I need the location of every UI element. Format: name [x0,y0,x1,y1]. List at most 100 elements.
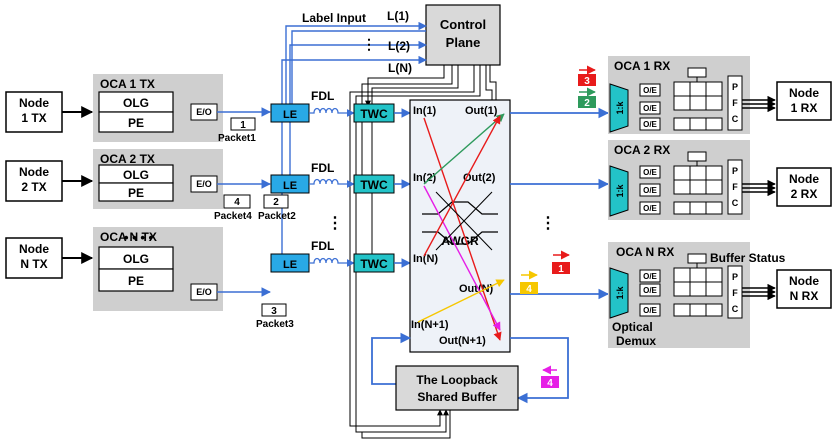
svg-text:In(1): In(1) [413,105,437,117]
badge-2-green: 2 [578,87,596,109]
packet-3-label: Packet3 [256,319,294,330]
fdl-coils [309,107,355,267]
eo-label: E/O [196,107,212,117]
control-plane-label-1: Control [440,17,486,32]
svg-text:Out(1): Out(1) [465,105,498,117]
svg-text:O/E: O/E [643,104,657,113]
svg-text:In(N): In(N) [413,253,438,265]
tx-to-le-lines [217,107,271,297]
svg-text:4: 4 [526,284,532,295]
svg-text:2: 2 [273,197,279,208]
svg-text:TWC: TWC [360,178,388,192]
svg-text:TWC: TWC [360,257,388,271]
badge-3-red: 3 [578,65,596,87]
svg-text:1:k: 1:k [615,101,625,115]
tx-dots: • • • • [124,230,153,245]
badge-4-yellow: 4 [520,270,538,295]
packet-4: 4 Packet4 [214,194,252,222]
packet-2: 2 Packet2 [258,194,296,222]
svg-text:FDL: FDL [311,89,334,103]
svg-text:1: 1 [240,120,246,131]
optical-demux-label-2: Demux [616,334,656,348]
oca-rx-n-title: OCA N RX [616,245,674,259]
oca-rx-1: OCA 1 RX 1:k O/E O/E O/E P F C [608,56,750,134]
svg-text:O/E: O/E [643,306,657,315]
svg-text:FDL: FDL [311,239,334,253]
oca-rx-2-title: OCA 2 RX [614,143,670,157]
svg-text:1:k: 1:k [615,286,625,300]
label-ln: L(N) [388,61,412,75]
svg-text:1:k: 1:k [615,184,625,198]
pe-label: PE [128,186,144,200]
svg-text:O/E: O/E [643,120,657,129]
packet-4-label: Packet4 [214,211,252,222]
buffer-status-label: Buffer Status [710,251,786,265]
label-lines [281,21,427,262]
svg-text:P: P [732,82,738,92]
optical-demux-label-1: Optical [612,320,653,334]
svg-text:O/E: O/E [643,286,657,295]
svg-text:1: 1 [558,264,564,275]
svg-text:O/E: O/E [643,86,657,95]
svg-text:O/E: O/E [643,186,657,195]
tx-node-arrows [62,106,94,264]
awgr: In(1) Out(1) In(2) Out(2) In(N) Out(N) I… [409,99,511,353]
eo-label: E/O [196,179,212,189]
oca-rx-1-title: OCA 1 RX [614,59,670,73]
awgr-label: AWGR [441,234,479,248]
olg-label: OLG [123,168,149,182]
twc-vdots: ⋮ [327,215,343,232]
packet-3: 3 Packet3 [256,303,294,330]
svg-text:4: 4 [547,378,553,389]
olg-label: OLG [123,96,149,110]
svg-text:O/E: O/E [643,272,657,281]
packet-2-label: Packet2 [258,211,296,222]
svg-text:4: 4 [234,197,240,208]
fdl-labels: FDL FDL FDL [311,89,334,253]
oca-tx-1: OCA 1 TX OLG PE E/O [93,74,223,142]
svg-text:TWC: TWC [360,107,388,121]
svg-text:P: P [732,166,738,176]
oca-rx-n: OCA N RX Buffer Status 1:k O/E O/E O/E P… [608,242,786,348]
svg-text:FDL: FDL [311,161,334,175]
svg-text:F: F [732,98,738,108]
oca-tx-n-title: OCA N TX [100,230,157,244]
oca-tx-n: OCA N TX OLG PE E/O [93,227,223,311]
svg-text:F: F [732,182,738,192]
oca-tx-2: OCA 2 TX OLG PE E/O [93,149,223,209]
olg-label: OLG [123,252,149,266]
pe-label: PE [128,274,144,288]
label-l1: L(1) [387,9,409,23]
rx-output-arrows [742,95,776,301]
svg-text:2: 2 [584,98,590,109]
svg-text:LE: LE [283,109,297,121]
svg-text:O/E: O/E [643,168,657,177]
packet-1-label: Packet1 [218,133,256,144]
svg-text:Shared Buffer: Shared Buffer [417,390,497,404]
label-input-text: Label Input [302,11,366,25]
svg-text:C: C [732,114,739,124]
svg-text:Out(N): Out(N) [459,283,494,295]
svg-text:LE: LE [283,180,297,192]
loopback-shared-buffer: The Loopback Shared Buffer [395,365,519,411]
twc-to-awgr-lines [394,108,411,268]
svg-text:In(2): In(2) [413,172,437,184]
svg-text:LE: LE [283,259,297,271]
badge-4-magenta: 4 [541,365,559,389]
svg-text:Out(N+1): Out(N+1) [439,335,486,347]
label-dots: ⋮ [362,36,376,52]
out-vdots: ⋮ [540,215,556,232]
oca-rx-2: OCA 2 RX 1:k O/E O/E O/E P F C [608,140,750,220]
